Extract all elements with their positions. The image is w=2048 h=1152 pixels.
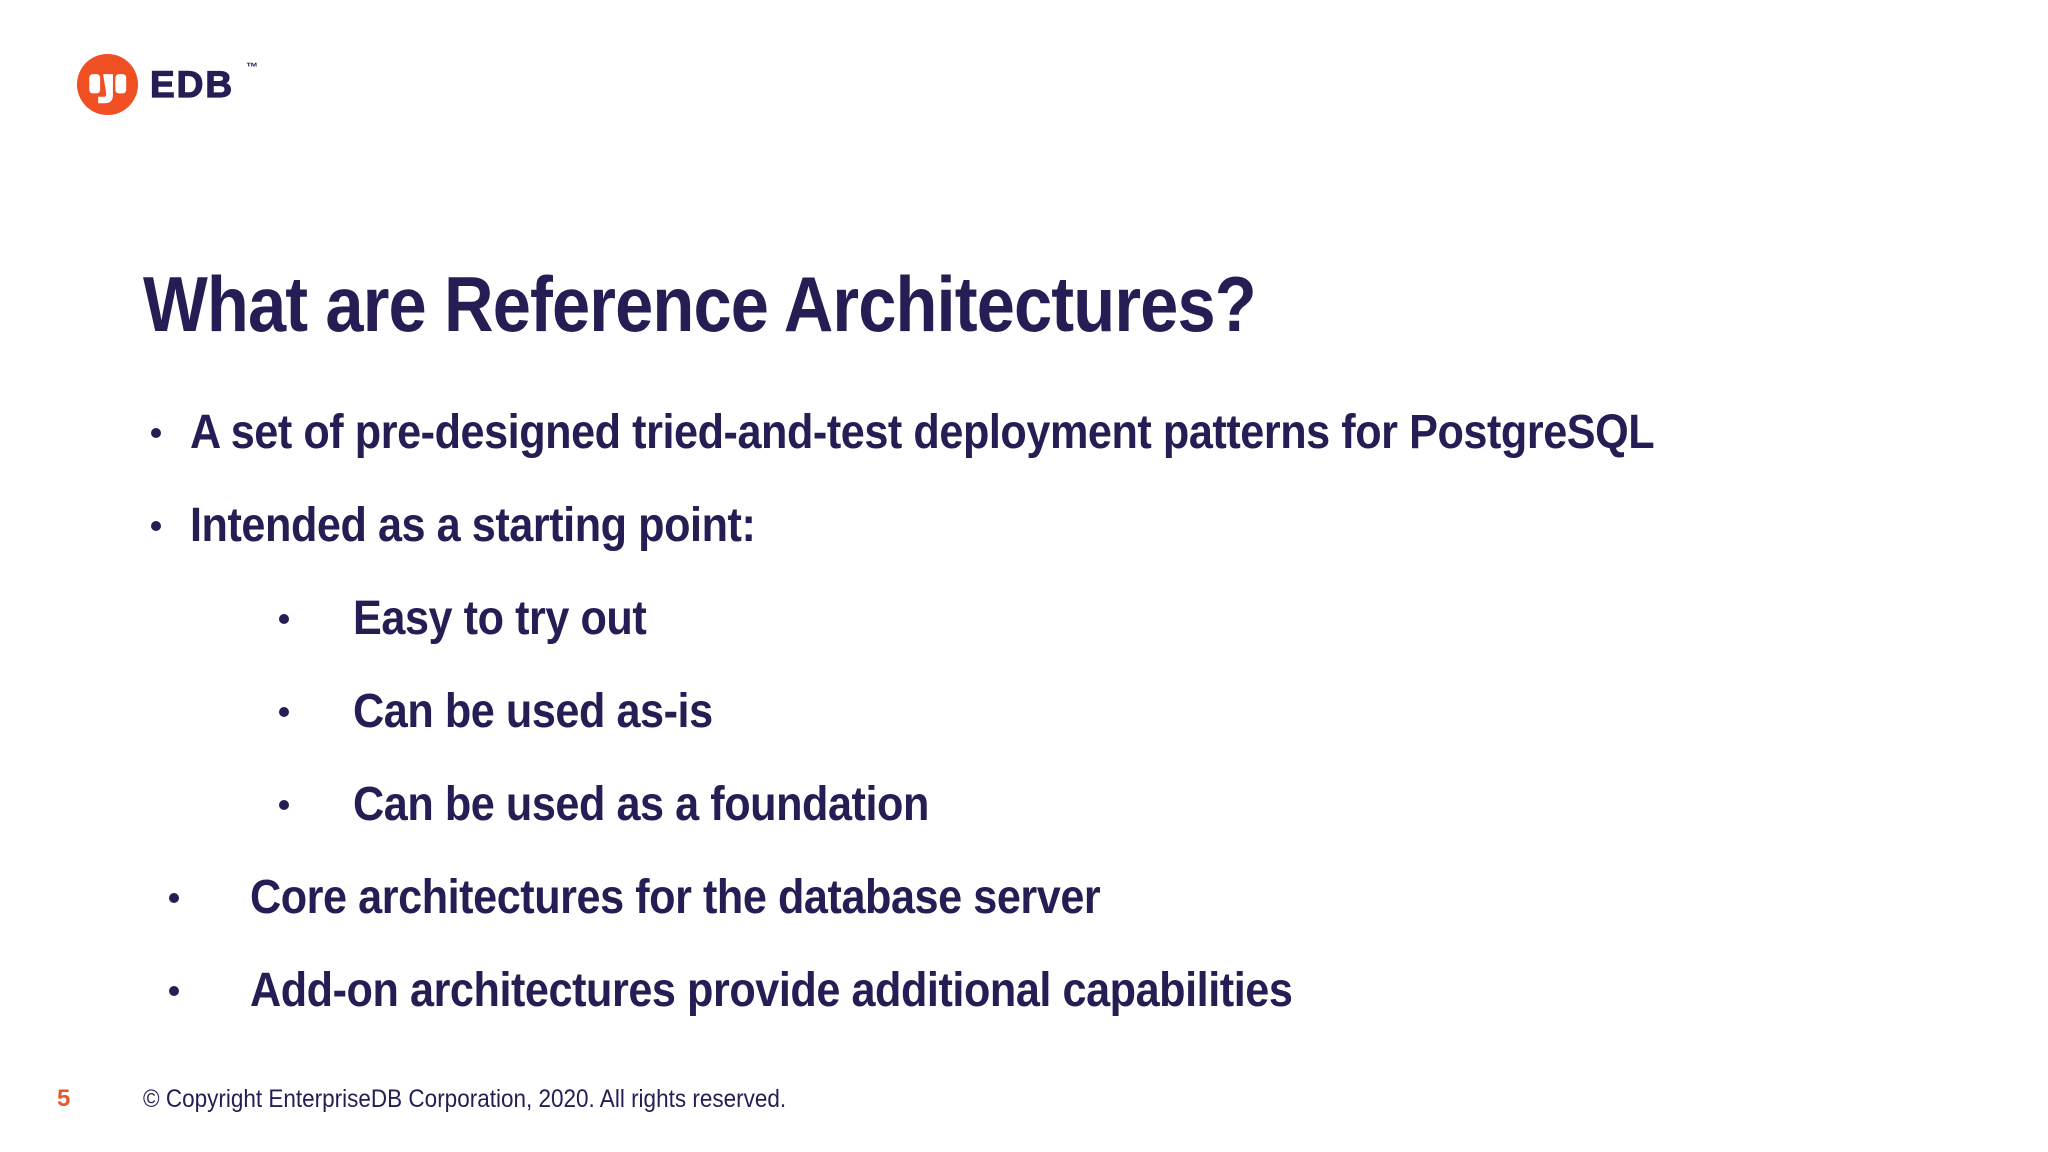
bullet-dot-icon: [151, 520, 161, 531]
edb-elephant-icon: [76, 53, 139, 115]
bullet-item: Can be used as-is: [0, 665, 2048, 758]
edb-wordmark: EDB: [149, 63, 235, 105]
edb-logo: EDB ™: [76, 52, 258, 116]
bullet-dot-icon: [169, 892, 179, 903]
bullet-text: Intended as a starting point:: [190, 498, 756, 552]
bullet-text: Add-on architectures provide additional …: [250, 963, 1293, 1017]
trademark-symbol: ™: [246, 60, 259, 74]
bullet-item: Intended as a starting point:: [0, 479, 2048, 572]
bullet-dot-icon: [279, 613, 289, 624]
bullet-list: A set of pre-designed tried-and-test dep…: [0, 386, 2048, 1037]
bullet-dot-icon: [279, 706, 289, 717]
bullet-item: A set of pre-designed tried-and-test dep…: [0, 386, 2048, 479]
slide-title: What are Reference Architectures?: [143, 260, 1257, 349]
bullet-item: Core architectures for the database serv…: [0, 851, 2048, 944]
bullet-text: Core architectures for the database serv…: [250, 870, 1101, 924]
bullet-text: Can be used as a foundation: [353, 777, 929, 831]
bullet-text: Can be used as-is: [353, 684, 713, 738]
bullet-text: Easy to try out: [353, 591, 647, 645]
bullet-item: Add-on architectures provide additional …: [0, 944, 2048, 1037]
bullet-item: Easy to try out: [0, 572, 2048, 665]
bullet-dot-icon: [151, 427, 161, 438]
copyright-text: © Copyright EnterpriseDB Corporation, 20…: [143, 1085, 787, 1113]
bullet-dot-icon: [279, 799, 289, 810]
bullet-item: Can be used as a foundation: [0, 758, 2048, 851]
bullet-text: A set of pre-designed tried-and-test dep…: [190, 405, 1655, 459]
page-number: 5: [57, 1085, 71, 1112]
bullet-dot-icon: [169, 985, 179, 996]
